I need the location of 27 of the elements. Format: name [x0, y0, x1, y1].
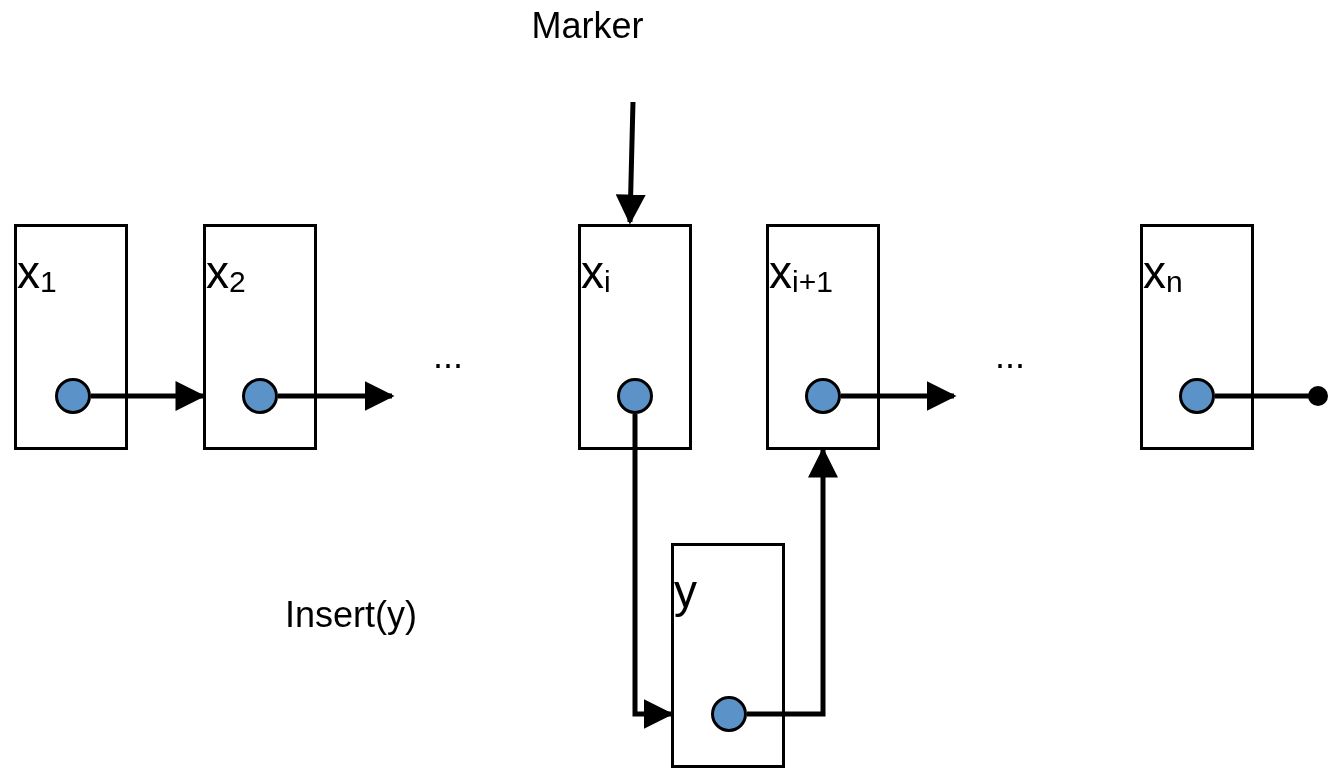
list-node-box [14, 224, 128, 450]
node-label: x$_{2}$ [206, 249, 246, 297]
pointer-arrow [747, 447, 838, 717]
node-label: x$_{i}$ [581, 249, 611, 297]
list-node-box [671, 543, 785, 768]
node-label: x$_{n}$ [1143, 249, 1183, 297]
pointer-arrow [91, 381, 206, 411]
node-label: x$_{i+1}$ [769, 249, 833, 297]
list-node-box [578, 224, 692, 450]
pointer-dot [805, 378, 841, 414]
list-node-box [1140, 224, 1254, 450]
pointer-dot [617, 378, 653, 414]
marker-label: Marker [500, 8, 675, 52]
pointer-arrow [615, 101, 646, 225]
list-node-box [766, 224, 880, 450]
ellipsis-text: ... [995, 338, 1025, 374]
pointer-arrow [278, 381, 395, 411]
pointer-dot [1179, 378, 1215, 414]
operation-label: Insert(y) [285, 597, 417, 633]
pointer-dot [711, 696, 747, 732]
pointer-arrow [841, 381, 957, 411]
pointer-dot [55, 378, 91, 414]
pointer-arrow [632, 414, 674, 729]
ellipsis-text: ... [433, 338, 463, 374]
node-label: x$_{1}$ [17, 249, 57, 297]
list-node-box [203, 224, 317, 450]
pointer-dot [242, 378, 278, 414]
